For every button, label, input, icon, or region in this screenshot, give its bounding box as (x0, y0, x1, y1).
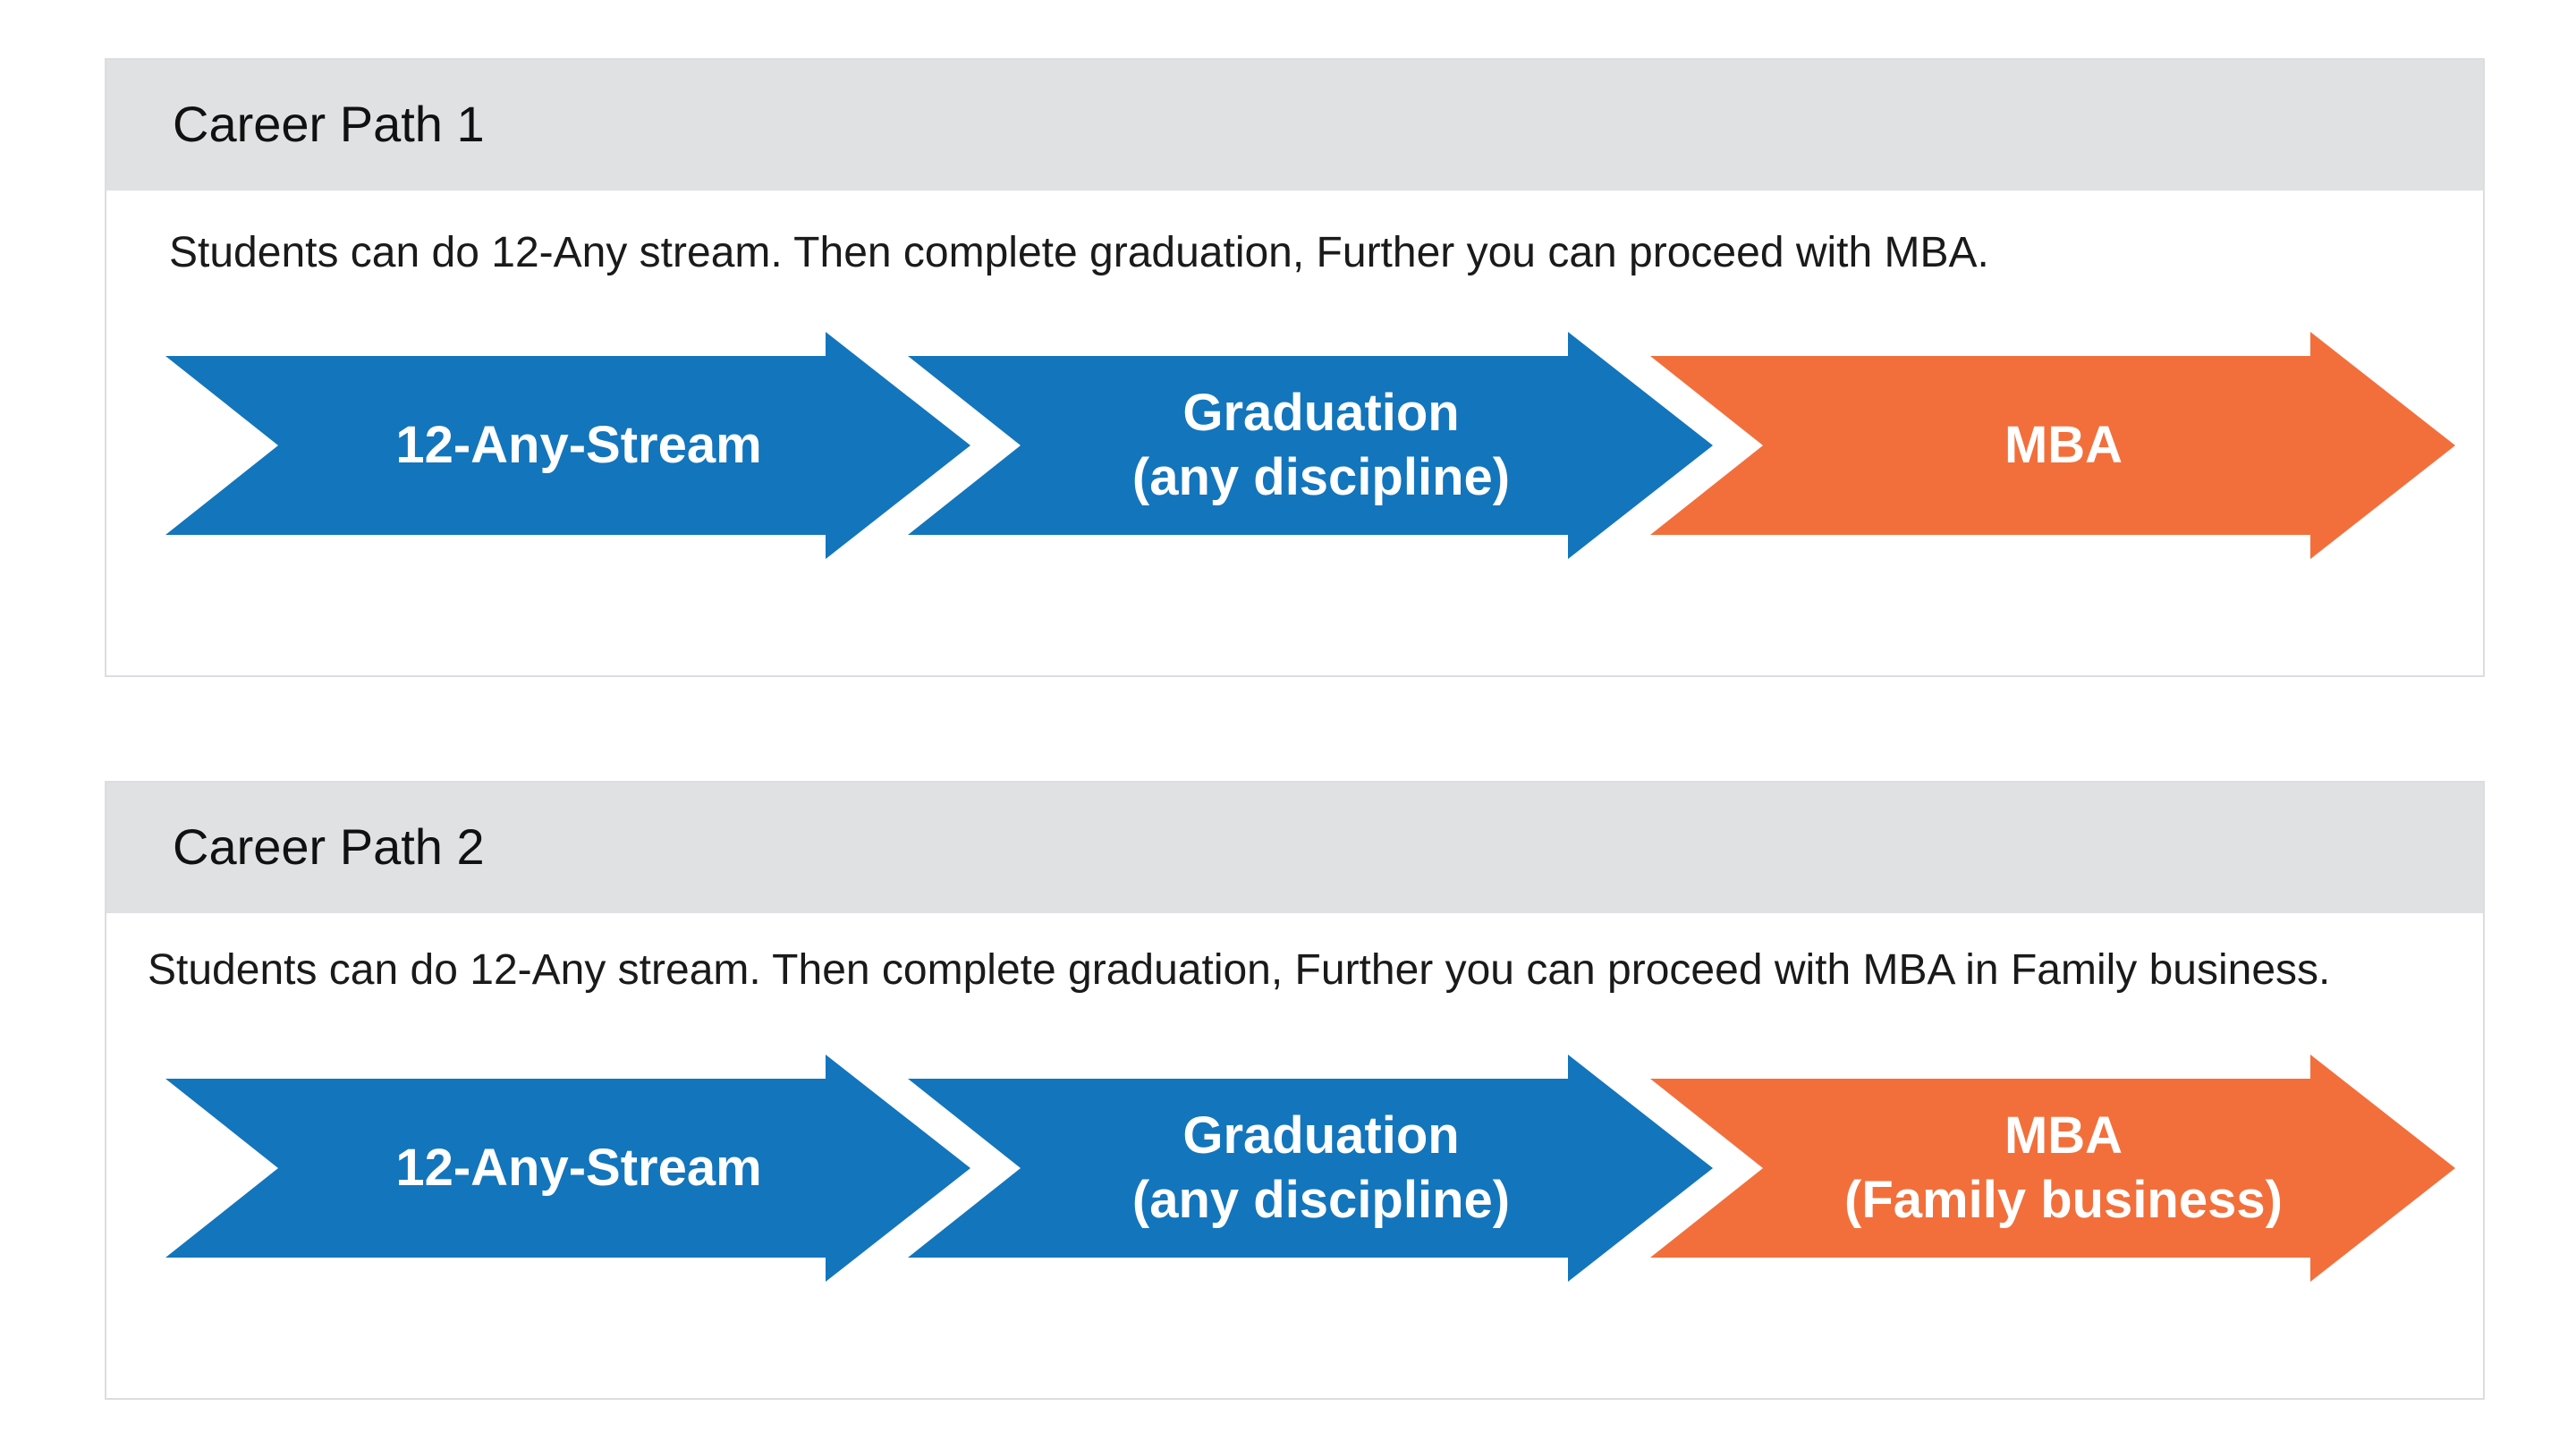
career-path-header: Career Path 2 (106, 783, 2483, 913)
step-label-line: 12-Any-Stream (395, 1139, 762, 1197)
step-label-line: 12-Any-Stream (395, 416, 762, 474)
step-label-line: Graduation (1182, 384, 1460, 442)
step-arrow-2 (908, 1055, 1713, 1282)
career-path-card-2: Career Path 2 Students can do 12-Any str… (105, 781, 2485, 1400)
step-label-2: Graduation (any discipline) (1021, 356, 1622, 535)
step-arrow-2 (908, 332, 1713, 559)
career-path-description: Students can do 12-Any stream. Then comp… (148, 946, 2331, 994)
career-path-title: Career Path 2 (173, 818, 485, 875)
step-label-line: MBA (2004, 416, 2123, 474)
step-label-line: (any discipline) (1131, 1171, 1511, 1229)
step-label-line: (Family business) (1844, 1171, 2283, 1229)
step-label-line: Graduation (1182, 1106, 1460, 1165)
career-flow-arrows: 12-Any-Stream Graduation (any discipline) M… (106, 60, 2483, 675)
step-label-2: Graduation (any discipline) (1021, 1079, 1622, 1258)
career-path-header: Career Path 1 (106, 60, 2483, 191)
career-path-title: Career Path 1 (173, 96, 485, 152)
step-arrow-1 (165, 1055, 970, 1282)
step-label-line: (any discipline) (1131, 448, 1511, 506)
step-label-1: 12-Any-Stream (278, 356, 879, 535)
career-path-card-1: Career Path 1 Students can do 12-Any str… (105, 58, 2485, 677)
step-arrow-3 (1650, 1055, 2455, 1282)
arrow-shapes (165, 1055, 2455, 1282)
career-flow-arrows: 12-Any-Stream Graduation (any discipline) M… (106, 783, 2483, 1398)
step-label-3: MBA (Family business) (1763, 1079, 2364, 1258)
career-path-description: Students can do 12-Any stream. Then comp… (169, 229, 1989, 276)
arrow-shapes (165, 332, 2455, 559)
step-label-line: MBA (2004, 1106, 2123, 1165)
step-arrow-3 (1650, 332, 2455, 559)
step-label-3: MBA (1763, 356, 2364, 535)
step-arrow-1 (165, 332, 970, 559)
step-label-1: 12-Any-Stream (278, 1079, 879, 1258)
